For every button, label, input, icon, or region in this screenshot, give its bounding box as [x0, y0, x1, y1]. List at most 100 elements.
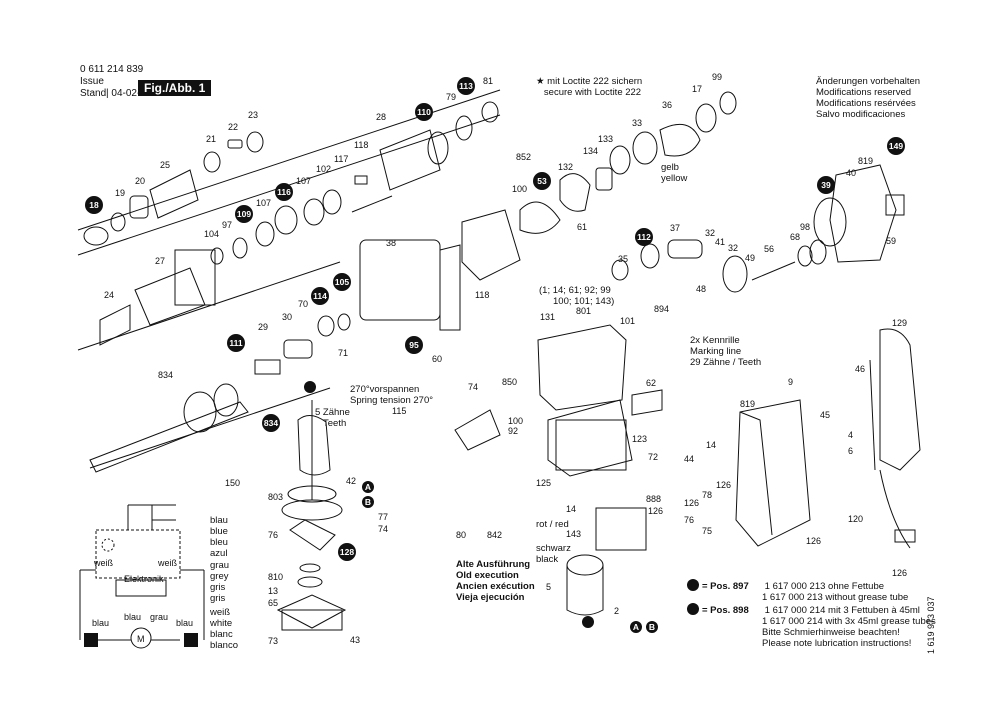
- position-898: = Pos. 898 1 617 000 214 mit 3 Fettuben …: [702, 605, 936, 649]
- part-label: 2: [614, 606, 619, 616]
- group-list: (1; 14; 61; 92; 99 100; 101; 143): [539, 285, 614, 307]
- lub-line: Please note lubrication instructions!: [762, 638, 912, 649]
- part-label: 104: [204, 229, 219, 239]
- callout-114: 114: [313, 291, 327, 301]
- part-label: 97: [222, 220, 232, 230]
- part-label: 123: [632, 434, 647, 444]
- callout-b: B: [649, 622, 655, 632]
- part-label: 894: [654, 304, 669, 314]
- part-label: 143: [566, 529, 581, 539]
- marking-note: 2x Kennrille Marking line 29 Zähne / Tee…: [690, 335, 761, 368]
- loctite-de: mit Loctite 222 sichern: [547, 76, 643, 87]
- part-label: 101: [620, 316, 635, 326]
- doc-number: 0 611 214 839: [80, 64, 144, 75]
- group-line: 100; 101; 143): [553, 296, 615, 307]
- part-label: 77: [378, 512, 388, 522]
- wire-weiss-list: weiß white blanc blanco: [210, 607, 238, 651]
- part-label: 19: [115, 188, 125, 198]
- part-label: 107: [296, 176, 311, 186]
- part-label: 23: [248, 110, 258, 120]
- modifications-note: Änderungen vorbehalten Modifications res…: [816, 76, 920, 120]
- part-label: 24: [104, 290, 114, 300]
- part-label: 117: [334, 154, 348, 164]
- old-execution-note: Alte Ausführung Old execution Ancien exé…: [456, 559, 535, 603]
- part-label: 32: [705, 228, 715, 238]
- lub-line: Bitte Schmierhinweise beachten!: [762, 627, 900, 638]
- star-icon: ★: [536, 76, 545, 87]
- callout-109: 109: [237, 209, 251, 219]
- wire-label: gris: [210, 593, 226, 604]
- part-label: 36: [662, 100, 672, 110]
- part-label: 9: [788, 377, 793, 387]
- blau-label: blau: [124, 612, 141, 622]
- part-label: 56: [764, 244, 774, 254]
- marking-line: 29 Zähne / Teeth: [690, 357, 762, 368]
- dot-897-icon: [687, 579, 699, 591]
- part-label: 92: [508, 426, 518, 436]
- part-label: 819: [740, 399, 755, 409]
- old-exec-line: Old execution: [456, 570, 519, 581]
- pos-897-label: = Pos. 897: [702, 581, 749, 592]
- part-label: 850: [502, 377, 517, 387]
- vertical-doc-number: 1 619 973 037: [926, 596, 936, 654]
- part-label: 102: [316, 164, 331, 174]
- part-label: 33: [632, 118, 642, 128]
- part-label: 41: [715, 237, 725, 247]
- spring-note: 270°vorspannen Spring tension 270°: [350, 384, 433, 406]
- document-header: 0 611 214 839 Issue Stand| 04-02-20: [80, 64, 152, 99]
- part-label: 65: [268, 598, 278, 608]
- part-label: 118: [354, 140, 368, 150]
- callout-116: 116: [277, 187, 291, 197]
- old-exec-line: Ancien exécution: [456, 581, 535, 592]
- callout-112: 112: [637, 232, 651, 242]
- part-label: 79: [446, 92, 456, 102]
- part-label: 126: [684, 498, 699, 508]
- part-label: 115: [392, 406, 406, 416]
- dot-898-icon: [687, 603, 699, 615]
- marking-line: 2x Kennrille: [690, 335, 740, 346]
- black: black: [536, 554, 559, 565]
- part-label: 37: [670, 223, 680, 233]
- teeth-de: 5 Zähne: [315, 407, 350, 418]
- part-label: 38: [386, 238, 396, 248]
- part-label: 43: [350, 635, 360, 645]
- part-label: 74: [378, 524, 388, 534]
- callout-a: A: [633, 622, 639, 632]
- wire-label: gris: [210, 582, 226, 593]
- part-label: 28: [376, 112, 386, 122]
- part-label: 25: [160, 160, 170, 170]
- callout-18: 18: [89, 200, 99, 210]
- part-label: 14: [566, 504, 576, 514]
- part-label: 73: [268, 636, 278, 646]
- part-label: 62: [646, 378, 656, 388]
- wire-label: blanc: [210, 629, 233, 640]
- callout-39: 39: [821, 180, 831, 190]
- part-label: 852: [516, 152, 531, 162]
- part-label: 132: [558, 162, 573, 172]
- part-label: 78: [702, 490, 712, 500]
- part-label: 70: [298, 299, 308, 309]
- part-18: [83, 226, 109, 246]
- callout-a: A: [365, 482, 371, 492]
- part-label: 801: [576, 306, 591, 316]
- callout-149: 149: [889, 141, 903, 151]
- part-label: 30: [282, 312, 292, 322]
- wire-label: blanco: [210, 640, 238, 651]
- callout-113: 113: [459, 81, 473, 91]
- group-line: (1; 14; 61; 92; 99: [539, 285, 611, 296]
- old-exec-line: Vieja ejecución: [456, 592, 525, 603]
- part-label: 40: [846, 168, 856, 178]
- mod-line: Modifications resérvées: [816, 98, 916, 109]
- part-label: 842: [487, 530, 502, 540]
- wire-label: blue: [210, 526, 228, 537]
- part-label: 29: [258, 322, 268, 332]
- spring-en: Spring tension 270°: [350, 395, 434, 406]
- wire-label: bleu: [210, 537, 228, 548]
- part-label: 150: [225, 478, 240, 488]
- issue-label: Issue: [80, 76, 104, 87]
- motor-label: M: [137, 634, 145, 644]
- part-label: 71: [338, 348, 348, 358]
- gelb-label: gelb: [661, 162, 679, 173]
- marking-line: Marking line: [690, 346, 742, 357]
